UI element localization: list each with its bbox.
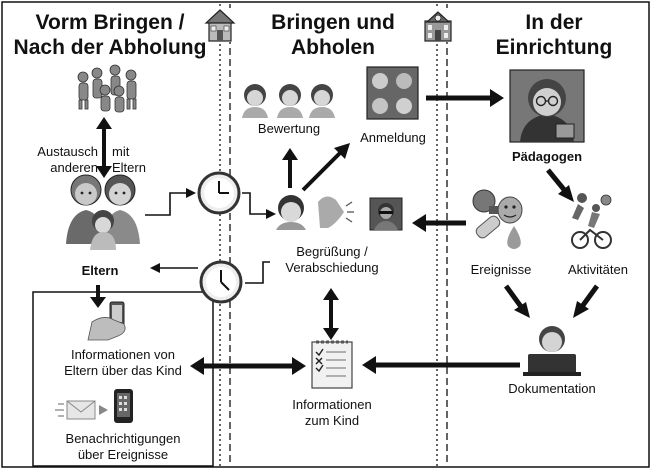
girls-rating-icon [242, 84, 335, 118]
left-column-title: Vorm Bringen / Nach der Abholung [12, 10, 208, 60]
left-title-line2: Nach der Abholung [13, 36, 207, 59]
anmeldung-label: Anmeldung [360, 130, 426, 145]
info-zum-kind-line2: zum Kind [304, 413, 360, 428]
info-von-eltern-label: Informationen von Eltern über das Kind [35, 347, 211, 379]
arrow-ereignisse-to-doku [503, 284, 530, 318]
mit-word: mit [112, 144, 130, 159]
clock-icon [199, 260, 243, 304]
arrow-paedagogen-to-aktivitaeten [546, 168, 574, 202]
paedagogen-label: Pädagogen [511, 149, 583, 164]
bewertung-label: Bewertung [257, 121, 321, 136]
middle-column-title: Bringen und Abholen [238, 10, 428, 60]
middle-title-line2: Abholen [291, 36, 375, 59]
right-title-line1: In der [525, 11, 583, 34]
eltern-word: Eltern [112, 160, 146, 175]
connector-to-eltern [160, 261, 270, 284]
austausch-word: Austausch [37, 144, 98, 159]
benachrichtigungen-line2: über Ereignisse [77, 447, 169, 462]
kids-grid-icon [366, 66, 419, 120]
benachrichtigungen-line1: Benachrichtigungen [65, 431, 181, 446]
eltern-label: Eltern [81, 263, 119, 278]
arrow-anmeldung-to-paedagogen [426, 89, 504, 107]
begruessung-label: Begrüßung / Verabschiedung [270, 244, 394, 276]
connector-to-bringen [145, 192, 268, 216]
mail-to-phone-icon [55, 389, 133, 423]
event-icons [472, 189, 523, 249]
girl-talking-icon [276, 195, 354, 230]
arrowhead-clock1 [186, 188, 196, 198]
aktivitaeten-label: Aktivitäten [568, 262, 628, 277]
arrow-doku-to-notepad [362, 356, 520, 374]
clock-icon [197, 171, 241, 215]
left-title-line1: Vorm Bringen / [35, 11, 185, 34]
arrowhead-eltern [150, 263, 160, 273]
info-double-arrow [190, 357, 306, 375]
austausch-label-left: Austausch anderen [22, 144, 98, 176]
arrow-to-anmeldung [301, 143, 350, 192]
arrow-aktivitaeten-to-doku [573, 284, 600, 318]
activities-icon [571, 193, 612, 249]
notepad-icon [311, 340, 353, 389]
house-icon [204, 8, 236, 42]
begruessung-info-double-arrow [323, 288, 339, 340]
begruessung-line1: Begrüßung / [296, 244, 368, 259]
parent-info-box [32, 291, 214, 467]
anderen-word: anderen [50, 160, 98, 175]
teacher-icon [509, 69, 585, 143]
phone-hand-icon [87, 301, 126, 341]
dokumentation-label: Dokumentation [508, 381, 596, 396]
right-column-title: In der Einrichtung [466, 10, 642, 60]
family-icon [66, 174, 140, 250]
arrowhead-girl [266, 209, 276, 219]
parents-group-icon [77, 64, 137, 113]
arrow-ereignisse-to-person [412, 214, 466, 232]
austausch-label-right: mit Eltern [112, 144, 172, 176]
school-icon [422, 8, 454, 42]
watching-person-icon [369, 197, 403, 231]
middle-title-line1: Bringen und [271, 11, 395, 34]
ereignisse-label: Ereignisse [470, 262, 532, 277]
info-zum-kind-line1: Informationen [292, 397, 372, 412]
info-von-eltern-line1: Informationen von [70, 347, 176, 362]
laptop-person-icon [523, 326, 581, 376]
begruessung-line2: Verabschiedung [285, 260, 379, 275]
exchange-double-arrow [96, 117, 112, 178]
info-von-eltern-line2: Eltern über das Kind [64, 363, 182, 378]
right-title-line2: Einrichtung [495, 36, 613, 59]
eltern-down-arrow [90, 285, 106, 308]
arrow-to-bewertung [282, 148, 298, 188]
benachrichtigungen-label: Benachrichtigungen über Ereignisse [35, 431, 211, 463]
info-zum-kind-label: Informationen zum Kind [280, 397, 384, 429]
